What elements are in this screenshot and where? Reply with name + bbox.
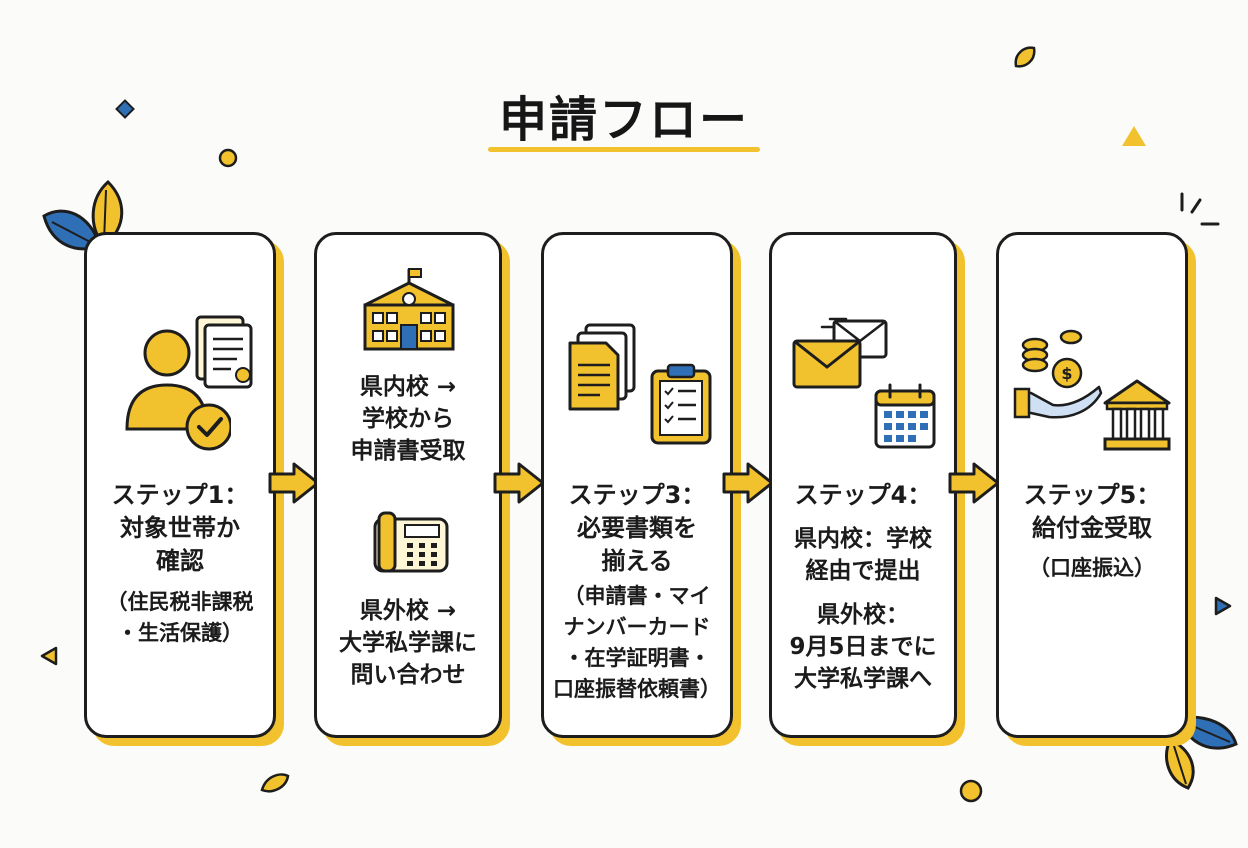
svg-text:$: $: [1061, 364, 1072, 383]
checklist-icon: [650, 363, 712, 445]
step-card-1: ステップ1： 対象世帯か 確認 （住民税非課税 ・生活保護）: [84, 232, 276, 738]
step-card-5: $ ステップ5： 給付金受取 （口座振込）: [996, 232, 1188, 738]
person-check-icon: [125, 329, 231, 451]
circle-bottom-decoration: [959, 779, 983, 803]
step-5-heading: ステップ5： 給付金受取: [1023, 481, 1161, 542]
leaf-cluster-left-decoration: [42, 179, 124, 251]
step-4-line-b: 県外校： 9月5日までに 大学私学課へ: [789, 602, 937, 692]
step-4-line-a: 県内校：学校 経由で提出: [794, 526, 932, 584]
step-card-3: ステップ3： 必要書類を 揃える （申請書・マイ ナンバーカード ・在学証明書・…: [541, 232, 733, 738]
bank-icon: [1103, 379, 1171, 451]
document-icon: [195, 315, 253, 389]
calendar-icon: [874, 383, 936, 449]
documents-icon: [568, 323, 636, 411]
small-leaf-decoration: [1014, 46, 1036, 68]
triangle-decoration: [1122, 126, 1146, 146]
flow-arrow-1: [268, 462, 320, 504]
envelope-icon: [792, 317, 888, 389]
circle-decoration: [218, 148, 238, 168]
step-card-2: 県内校 → 学校から 申請書受取 県外校 → 大学私学課に 問い合わせ: [314, 232, 502, 738]
coins-hand-icon: $: [1013, 329, 1103, 419]
step-2-bottom-text: 県外校 → 大学私学課に 問い合わせ: [339, 598, 477, 688]
triangle-right-decoration: [1214, 596, 1232, 616]
flow-arrow-3: [722, 462, 774, 504]
school-building-icon: [363, 268, 455, 351]
page-title: 申請フロー: [498, 92, 749, 148]
diamond-decoration: [115, 99, 135, 119]
sparkle-lines-decoration: [1180, 192, 1220, 226]
triangle-left-decoration: [40, 646, 58, 666]
step-1-heading: ステップ1： 対象世帯か 確認: [111, 481, 249, 575]
step-3-heading: ステップ3： 必要書類を 揃える: [568, 481, 706, 575]
step-card-4: ステップ4： 県内校：学校 経由で提出 県外校： 9月5日までに 大学私学課へ: [769, 232, 957, 738]
step-3-note: （申請書・マイ ナンバーカード ・在学証明書・ 口座振替依頼書）: [553, 584, 721, 701]
step-4-heading: ステップ4：: [794, 481, 932, 509]
leaf-cluster-right-decoration: [1165, 715, 1238, 790]
telephone-icon: [373, 511, 449, 573]
step-2-top-text: 県内校 → 学校から 申請書受取: [350, 374, 466, 464]
leaf-bottom-decoration: [260, 773, 290, 793]
flow-arrow-2: [493, 462, 545, 504]
step-5-note: （口座振込）: [1029, 556, 1155, 580]
flow-arrow-4: [948, 462, 1000, 504]
step-1-note: （住民税非課税 ・生活保護）: [106, 590, 254, 645]
title-underline: [488, 147, 760, 152]
